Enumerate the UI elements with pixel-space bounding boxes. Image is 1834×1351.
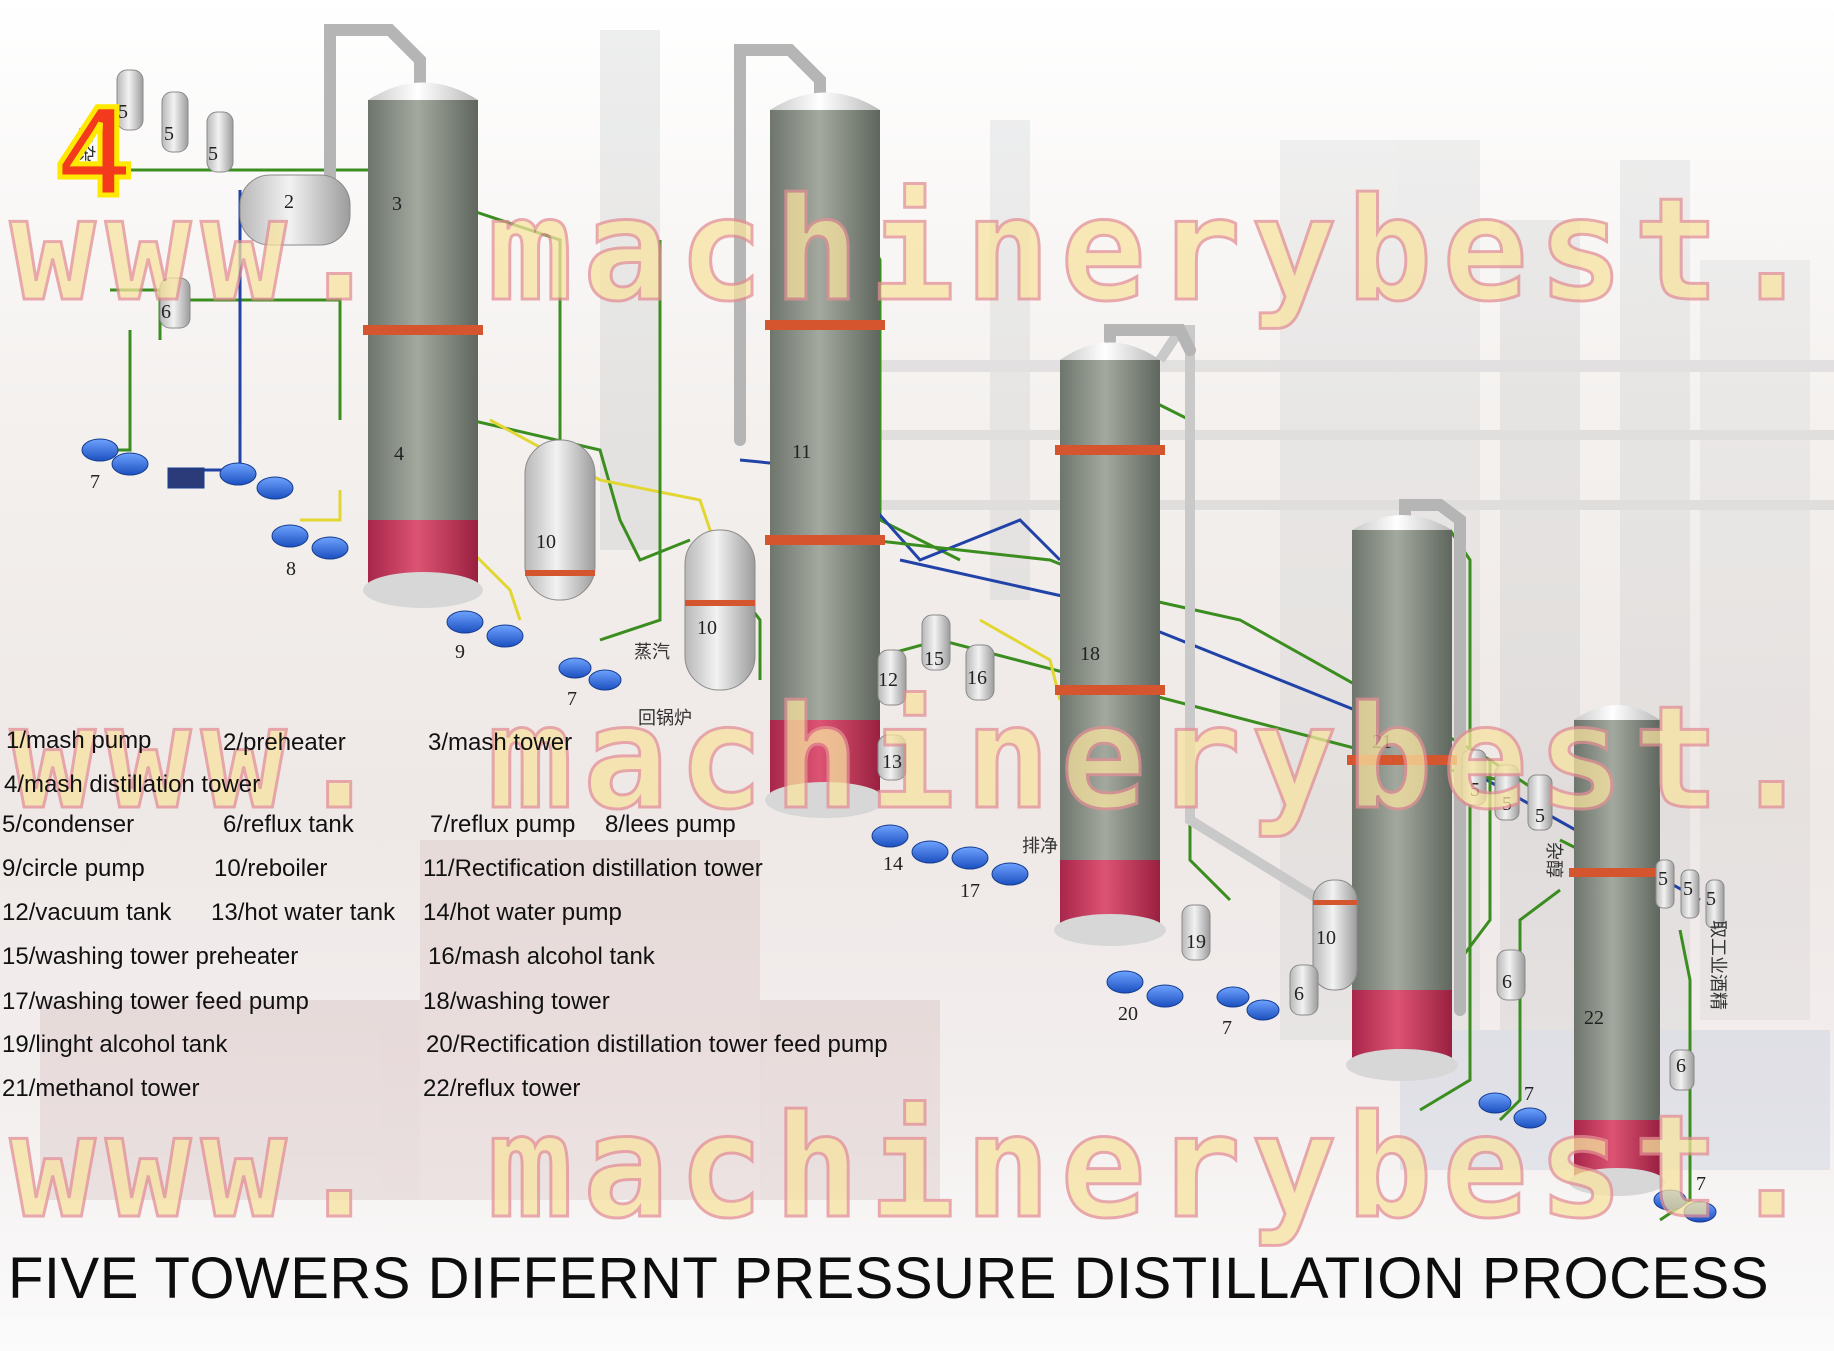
label-l19: 19: [1186, 931, 1206, 953]
label-p7a: 7: [90, 471, 100, 493]
mash-distillation-tower: [363, 82, 483, 608]
discharge-label: 排净: [1022, 836, 1058, 857]
rectification-tower: [765, 92, 885, 818]
watermark-top: www. machinerybest. com: [8, 167, 1834, 335]
label-c5e: 5: [1502, 793, 1512, 815]
vapor-lines: [324, 24, 1466, 1016]
label-c5f: 5: [1535, 805, 1545, 827]
back-to-boiler-label: 回锅炉: [638, 708, 692, 729]
legend-item: 4/mash distillation tower: [4, 771, 261, 798]
legend-item: 13/hot water tank: [211, 899, 396, 926]
legend-item: 22/reflux tower: [423, 1075, 581, 1102]
steam-label: 蒸汽: [634, 642, 670, 663]
label-p14: 14: [883, 853, 903, 875]
legend-item: 6/reflux tank: [223, 811, 354, 838]
legend-item: 5/condenser: [2, 811, 135, 838]
washing-tower: [1054, 342, 1166, 946]
page-title: FIVE TOWERS DIFFERNT PRESSURE DISTILLATI…: [8, 1246, 1770, 1311]
label-p17: 17: [960, 880, 980, 902]
impurity-right-label: 杂醇: [1543, 842, 1564, 878]
label-p7e: 7: [1696, 1173, 1706, 1195]
label-p20: 20: [1118, 1003, 1138, 1025]
label-p7c: 7: [1222, 1017, 1232, 1039]
label-t22: 22: [1584, 1007, 1604, 1029]
reboiler-group: [524, 439, 1358, 991]
legend-item: 14/hot water pump: [423, 899, 622, 926]
step-number-badge: 4: [55, 80, 131, 223]
label-c5a: 5: [118, 101, 128, 123]
label-b10b: 10: [697, 617, 717, 639]
label-t21: 21: [1372, 731, 1392, 753]
label-r6a: 6: [161, 301, 171, 323]
label-t11: 11: [792, 441, 811, 463]
small-tanks: [116, 69, 1725, 1091]
methanol-tower: [1346, 515, 1458, 1081]
label-h13: 13: [882, 751, 902, 773]
label-p7d: 7: [1524, 1083, 1534, 1105]
label-c5d: 5: [1470, 779, 1480, 801]
label-c5c: 5: [208, 143, 218, 165]
legend-item: 3/mash tower: [428, 729, 573, 756]
label-r6c: 6: [1502, 971, 1512, 993]
industrial-alcohol-label: 取工业酒精: [1707, 920, 1728, 1010]
label-t18: 18: [1080, 643, 1100, 665]
label-p9: 9: [455, 641, 465, 663]
legend-item: 20/Rectification distillation tower feed…: [426, 1031, 888, 1058]
watermark-bottom: www. machinerybest. com: [8, 1084, 1834, 1252]
label-c5h: 5: [1683, 878, 1693, 900]
label-t3: 3: [392, 193, 402, 215]
legend-item: 18/washing tower: [423, 988, 610, 1015]
label-p2: 2: [284, 191, 294, 213]
label-p8: 8: [286, 558, 296, 580]
legend-item: 2/preheater: [223, 729, 346, 756]
label-r6b: 6: [1294, 983, 1304, 1005]
legend-item: 16/mash alcohol tank: [428, 943, 655, 970]
label-r6d: 6: [1676, 1055, 1686, 1077]
preheater-vessel: [239, 174, 351, 246]
label-t4: 4: [394, 443, 404, 465]
legend-item: 17/washing tower feed pump: [2, 988, 309, 1015]
watermark-middle: www. machinerybest. com: [8, 675, 1834, 843]
legend-item: 8/lees pump: [605, 811, 736, 838]
label-m16: 16: [967, 667, 987, 689]
label-p7b: 7: [567, 688, 577, 710]
impurity-left-label: 去杂: [75, 126, 96, 162]
label-b10c: 10: [1316, 927, 1336, 949]
label-c5g: 5: [1658, 868, 1668, 890]
legend-item: 12/vacuum tank: [2, 899, 172, 926]
label-h15: 15: [924, 648, 944, 670]
legend-item: 1/mash pump: [6, 727, 152, 754]
chinese-annotations: 蒸汽 回锅炉 排净 去杂 杂醇 取工业酒精: [75, 126, 1728, 1010]
legend-item: 21/methanol tower: [2, 1075, 200, 1102]
equipment-numbers: 3 4 11 18 21 22 2 5 5 5 6 7 8 9 10 10 7 …: [90, 101, 1716, 1195]
label-c5b: 5: [164, 123, 174, 145]
label-b10a: 10: [536, 531, 556, 553]
label-c5i: 5: [1706, 888, 1716, 910]
label-v12: 12: [878, 669, 898, 691]
legend-item: 15/washing tower preheater: [2, 943, 299, 970]
legend-item: 10/reboiler: [214, 855, 328, 882]
pump-groups: [81, 438, 1717, 1223]
legend-item: 19/linght alcohol tank: [2, 1031, 228, 1058]
legend-item: 9/circle pump: [2, 855, 145, 882]
legend-item: 7/reflux pump: [430, 811, 576, 838]
legend-item: 11/Rectification distillation tower: [423, 855, 763, 882]
reflux-tower: [1569, 705, 1665, 1196]
